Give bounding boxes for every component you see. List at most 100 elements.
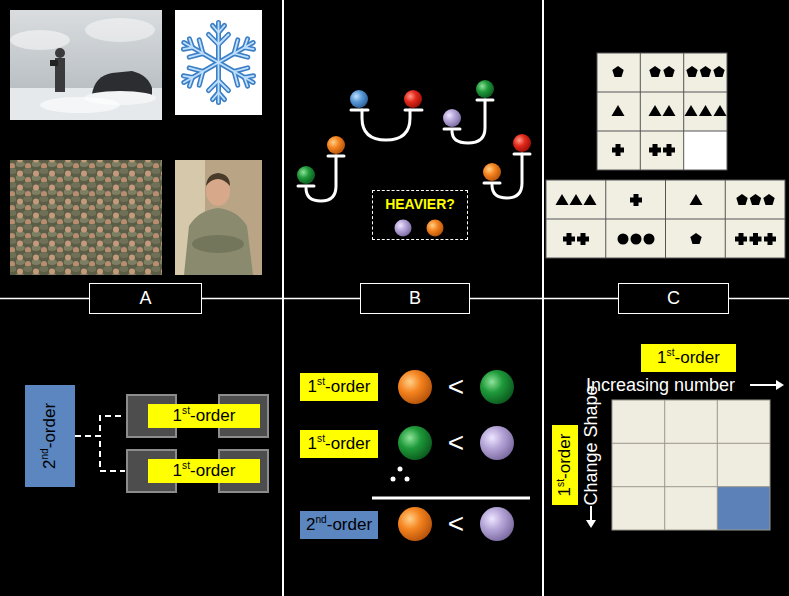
schema-grid-part (612, 400, 770, 530)
snowflake-photo-part (175, 10, 262, 115)
first-order-box: 1st-order (300, 373, 378, 401)
matrix-puzzle-part-part (649, 66, 660, 77)
matrix-puzzle-part-part (612, 66, 623, 77)
answer-options-part (546, 180, 785, 258)
weight-balls-part (483, 163, 501, 181)
weight-balls-part (513, 134, 531, 152)
matrix-puzzle-part-part (683, 53, 684, 170)
snowflake-photo-part (179, 23, 258, 103)
snowflake-photo-part-part (214, 34, 259, 71)
answer-options-part-part (563, 233, 575, 245)
weight-balls-part (404, 90, 422, 108)
axis-label: Change Shape (581, 385, 602, 505)
matrix-puzzle-part-part (649, 144, 661, 156)
axis-label: Increasing number (586, 375, 735, 396)
snowflake-photo-part-part (179, 54, 224, 91)
snowflake-photo-part-part (209, 23, 229, 63)
schema-grid-part-part (664, 400, 665, 530)
answer-options-part-part (690, 233, 701, 244)
direction-arrows (586, 380, 784, 528)
weight-balls-part (443, 109, 461, 127)
first-order-box: 1st-order (552, 425, 578, 505)
snowstorm-photo-part (10, 30, 70, 50)
relation-pair: 1st-order (125, 450, 270, 492)
answer-options-part-part (631, 234, 642, 245)
second-order-box: 2nd-order (25, 385, 75, 487)
therefore-sign-part (405, 477, 410, 482)
matrix-puzzle-part-part (612, 144, 624, 156)
therefore-sign-part (398, 467, 403, 472)
schema-grid-part-part (717, 400, 718, 530)
answer-options-part-part (584, 194, 597, 205)
snowflake-photo (175, 10, 262, 115)
answer-options-part-part (546, 180, 785, 258)
matrix-puzzle-part-part (685, 105, 698, 116)
inference-balls-part (398, 507, 432, 541)
schema-grid-part-part (612, 486, 770, 487)
snowstorm-photo (10, 10, 162, 120)
matrix-puzzle-part-part (640, 53, 641, 170)
inference-rule (372, 497, 530, 500)
balance-scales (298, 100, 530, 201)
node-text: A (139, 288, 151, 309)
bracket-connector (75, 416, 125, 436)
matrix-puzzle-part-part (663, 105, 676, 116)
snowstorm-photo-part (10, 88, 162, 120)
panel-label: C (618, 283, 729, 314)
ordinal-suffix: st (554, 479, 565, 487)
weight-balls (297, 80, 531, 237)
question-box: HEAVIER? (372, 190, 468, 240)
less-than-sign: < (448, 427, 464, 459)
matrix-puzzle-part-part (597, 92, 727, 93)
matrix-puzzle-part-part (597, 53, 727, 170)
node-text: 1st-order (148, 404, 260, 428)
soldier-photo-part (175, 160, 262, 275)
answer-options (546, 180, 785, 258)
ordinal-suffix: st (317, 433, 325, 444)
soldier-photo-part (192, 235, 244, 253)
inference-balls-part (398, 370, 432, 404)
matrix-puzzle (597, 53, 727, 170)
inference-balls-part (480, 370, 514, 404)
balance-scales-part (405, 109, 422, 112)
panel-label: B (360, 283, 470, 314)
soldier-photo (175, 160, 262, 275)
snowstorm-photo-part (10, 10, 162, 120)
answer-options-part-part (577, 233, 589, 245)
weight-balls-part (297, 166, 315, 184)
relation-pair: 1st-order (125, 395, 270, 437)
matrix-puzzle-part-part (686, 66, 697, 77)
node-text: 1st-order (308, 434, 371, 454)
answer-options-part-part (690, 194, 703, 205)
answer-options-part-part (618, 234, 629, 245)
answer-options-part-part (735, 233, 747, 245)
node-text: 1st-order (148, 459, 260, 483)
matrix-puzzle-part-part (663, 144, 675, 156)
less-than-sign: < (448, 371, 464, 403)
answer-options-part-part (763, 194, 774, 205)
inference-balls-part (480, 507, 514, 541)
first-order-box: 1st-order (641, 344, 736, 372)
snowstorm-photo-part (55, 48, 65, 58)
balance-scales-part (351, 109, 368, 112)
matrix-puzzle-part-part (612, 105, 625, 116)
therefore-sign-part (391, 477, 396, 482)
soldier-photo-part (184, 208, 253, 275)
snowflake-photo-part (179, 23, 258, 103)
schema-grid-part-part (612, 443, 770, 444)
node-text: 1st-order (308, 377, 371, 397)
answer-options-part-part (546, 219, 785, 220)
direction-arrows-part (776, 380, 784, 390)
weight-balls-part (395, 220, 412, 237)
node-text: 1st-order (657, 348, 720, 368)
snowflake-photo-part-part (179, 34, 224, 71)
matrix-puzzle-part (684, 131, 727, 170)
second-order-box: 2nd-order (300, 511, 378, 539)
matrix-puzzle-part (612, 66, 727, 156)
less-than-sign: < (448, 508, 464, 540)
schema-grid-part-part (612, 400, 770, 530)
direction-arrows-part (586, 520, 596, 528)
weight-balls-part (327, 136, 345, 154)
matrix-puzzle-part (597, 53, 727, 170)
